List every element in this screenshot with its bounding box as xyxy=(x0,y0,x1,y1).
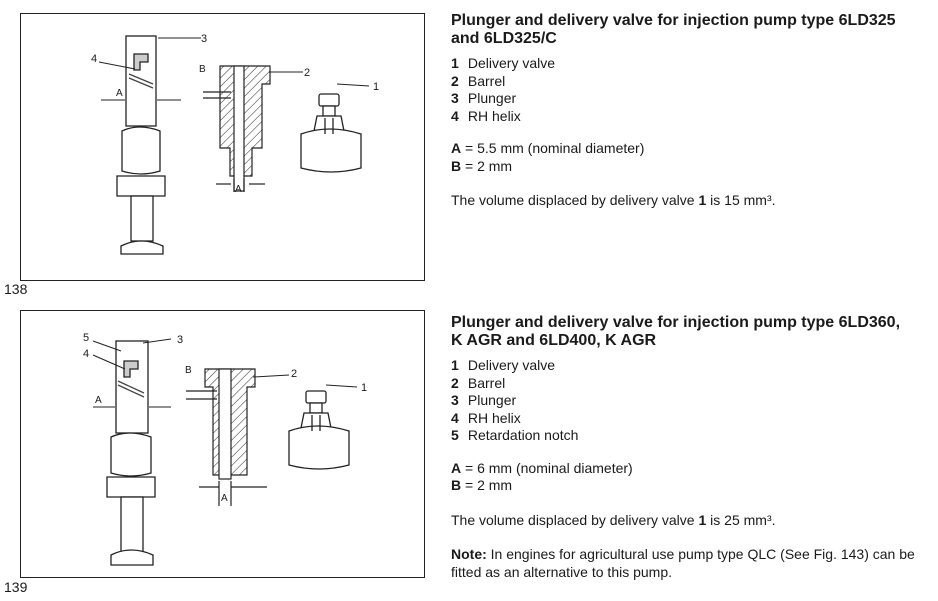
figure-139-number: 139 xyxy=(4,579,28,595)
parts-list: 1 Delivery valve 2 Barrel 3 Plunger 4 RH… xyxy=(451,55,931,125)
list-item: 3 Plunger xyxy=(451,392,517,408)
delivery-valve-drawing xyxy=(288,390,350,470)
barrel-drawing xyxy=(203,65,271,192)
figure-139-illustration: 5 4 3 2 1 A B A xyxy=(83,332,367,566)
list-item: 5 Retardation notch xyxy=(451,427,579,443)
spec-a: A = 6 mm (nominal diameter) xyxy=(451,459,633,476)
dim-A-barrel: A xyxy=(221,493,228,504)
section-title: Plunger and delivery valve for injection… xyxy=(451,12,931,48)
delivery-valve-drawing xyxy=(300,93,362,173)
title-line-1: Plunger and delivery valve for injection… xyxy=(451,314,901,331)
list-item: 4 RH helix xyxy=(451,409,521,426)
section-6ld360: Plunger and delivery valve for injection… xyxy=(451,314,931,581)
callout-5: 5 xyxy=(83,332,89,344)
spec-a: A = 5.5 mm (nominal diameter) xyxy=(451,140,645,156)
spec-b: B = 2 mm xyxy=(451,477,513,493)
callout-3: 3 xyxy=(201,33,207,45)
callout-lines xyxy=(98,37,370,101)
section-6ld325: Plunger and delivery valve for injection… xyxy=(451,12,931,209)
volume-text: The volume displaced by delivery valve 1… xyxy=(451,511,776,528)
barrel-drawing xyxy=(186,368,267,506)
callout-1: 1 xyxy=(361,382,367,394)
callout-4: 4 xyxy=(91,53,97,65)
figure-138-frame: 4 3 2 1 A B A xyxy=(20,13,425,281)
volume-text: The volume displaced by delivery valve 1… xyxy=(451,192,776,208)
figure-138-number: 138 xyxy=(4,281,28,297)
dim-A-barrel: A xyxy=(235,184,242,195)
callout-1: 1 xyxy=(373,81,379,93)
plunger-drawing xyxy=(116,35,166,255)
parts-list: 1 Delivery valve 2 Barrel 3 Plunger 4 RH… xyxy=(451,357,931,445)
figure-138-illustration: 4 3 2 1 A B A xyxy=(91,33,379,255)
callout-2: 2 xyxy=(291,368,297,380)
list-item: 2 Barrel xyxy=(451,72,506,89)
dim-B: B xyxy=(199,64,206,75)
list-item: 2 Barrel xyxy=(451,374,506,391)
figure-139-frame: 5 4 3 2 1 A B A xyxy=(20,310,425,578)
plunger-drawing xyxy=(106,340,156,566)
list-item: 1 Delivery valve xyxy=(451,55,556,71)
dim-B: B xyxy=(185,365,192,376)
callout-3: 3 xyxy=(177,334,183,346)
list-item: 4 RH helix xyxy=(451,107,521,124)
section-title: Plunger and delivery valve for injection… xyxy=(451,314,931,350)
dim-A-plunger: A xyxy=(116,88,123,99)
spec-b: B = 2 mm xyxy=(451,157,513,174)
callout-2: 2 xyxy=(304,67,310,79)
title-line-1: Plunger and delivery valve for injection… xyxy=(451,12,896,29)
list-item: 1 Delivery valve xyxy=(451,357,556,373)
title-line-2: K AGR and 6LD400, K AGR xyxy=(451,332,657,349)
title-line-2: and 6LD325/C xyxy=(451,30,557,47)
note-text: Note: In engines for agricultural use pu… xyxy=(451,545,915,580)
callout-4: 4 xyxy=(83,348,89,360)
dim-A-plunger: A xyxy=(95,395,102,406)
callout-lines xyxy=(92,338,358,408)
list-item: 3 Plunger xyxy=(451,90,517,106)
